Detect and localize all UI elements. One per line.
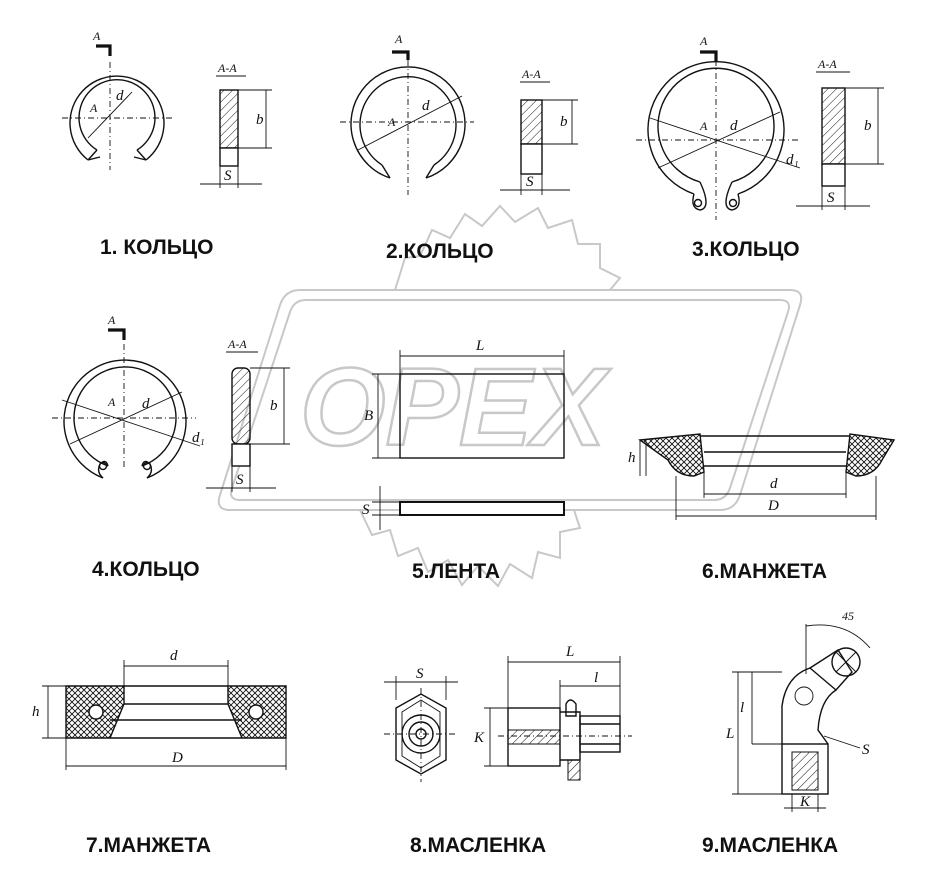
part-6-caption: 6.МАНЖЕТА: [702, 560, 827, 583]
part-5-l-label: L: [475, 338, 484, 354]
part-3-d-label: d: [730, 118, 738, 134]
part-1-ring: A A d A-A b S 1. КОЛЬЦО: [62, 29, 272, 259]
part-2-ring: A A d A-A b S 2.КОЛЬЦО: [340, 32, 578, 263]
part-2-s-label: S: [526, 174, 534, 190]
part-8-l-label: l: [594, 670, 598, 686]
part-7-caption: 7.МАНЖЕТА: [86, 834, 211, 857]
part-2-b-label: b: [560, 114, 568, 130]
part-6-h-label: h: [628, 450, 636, 466]
part-7-d-label: d: [170, 648, 178, 664]
part-2-arrow-label: A: [394, 32, 403, 46]
part-8-k-label: K: [473, 730, 485, 746]
part-4-ring: A A d d₁ A-A b S 4.КОЛЬЦО: [52, 313, 290, 581]
part-9-s-label: S: [862, 742, 870, 758]
part-9-caption: 9.МАСЛЕНКА: [702, 834, 838, 857]
part-3-s-label: S: [827, 190, 835, 206]
part-8-grease-nipple: S L l K 8.МАСЛЕНКА: [384, 644, 632, 857]
part-9-l-label: l: [740, 700, 744, 716]
part-5-s-label: S: [362, 502, 370, 518]
part-4-section-label: A-A: [227, 337, 247, 351]
part-9-angle-label: 45: [842, 609, 854, 623]
part-3-b-label: b: [864, 118, 872, 134]
part-3-section-label: A-A: [817, 57, 837, 71]
part-1-s-label: S: [224, 168, 232, 184]
part-9-L-label: L: [725, 726, 734, 742]
part-8-L-label: L: [565, 644, 574, 660]
part-2-d-label: d: [422, 98, 430, 114]
part-9-angled-grease-nipple: 45 L l S K 9.МАСЛЕНКА: [702, 609, 871, 857]
part-8-caption: 8.МАСЛЕНКА: [410, 834, 546, 857]
part-4-center-label: A: [107, 395, 116, 409]
part-1-d-label: d: [116, 88, 124, 104]
part-7-cuff: d h D 7.МАНЖЕТА: [32, 648, 287, 857]
part-4-s-label: S: [236, 472, 244, 488]
part-3-d1-label: d₁: [786, 152, 799, 168]
part-5-b-label: B: [364, 408, 373, 424]
part-4-b-label: b: [270, 398, 278, 414]
part-1-arrow-label: A: [92, 29, 101, 43]
part-2-center-label: A: [387, 115, 396, 129]
part-3-center-label: A: [699, 119, 708, 133]
part-5-strip: L B S 5.ЛЕНТА: [362, 338, 565, 583]
part-4-arrow-label: A: [107, 313, 116, 327]
part-4-caption: 4.КОЛЬЦО: [92, 558, 200, 581]
part-3-ring: A A d d₁ A-A b S 3.КОЛЬЦО: [636, 34, 884, 261]
part-1-section-label: A-A: [217, 61, 237, 75]
part-7-h-label: h: [32, 704, 40, 720]
part-1-caption: 1. КОЛЬЦО: [100, 236, 213, 259]
part-4-d-label: d: [142, 396, 150, 412]
part-7-D-label: D: [171, 750, 183, 766]
part-3-caption: 3.КОЛЬЦО: [692, 238, 800, 261]
part-1-center-label: A: [89, 101, 98, 115]
part-6-D-label: D: [767, 498, 779, 514]
part-2-section-label: A-A: [521, 67, 541, 81]
part-8-s-label: S: [416, 666, 424, 682]
part-3-arrow-label: A: [699, 34, 708, 48]
watermark-text: OPEX: [300, 346, 611, 469]
part-2-caption: 2.КОЛЬЦО: [386, 240, 494, 263]
part-9-k-label: K: [799, 794, 811, 810]
part-5-caption: 5.ЛЕНТА: [412, 560, 500, 583]
part-6-cuff: h d D 6.МАНЖЕТА: [628, 433, 896, 583]
part-1-b-label: b: [256, 112, 264, 128]
part-6-d-label: d: [770, 476, 778, 492]
watermark-logo: OPEX: [217, 204, 803, 588]
part-4-d1-label: d₁: [192, 430, 205, 446]
